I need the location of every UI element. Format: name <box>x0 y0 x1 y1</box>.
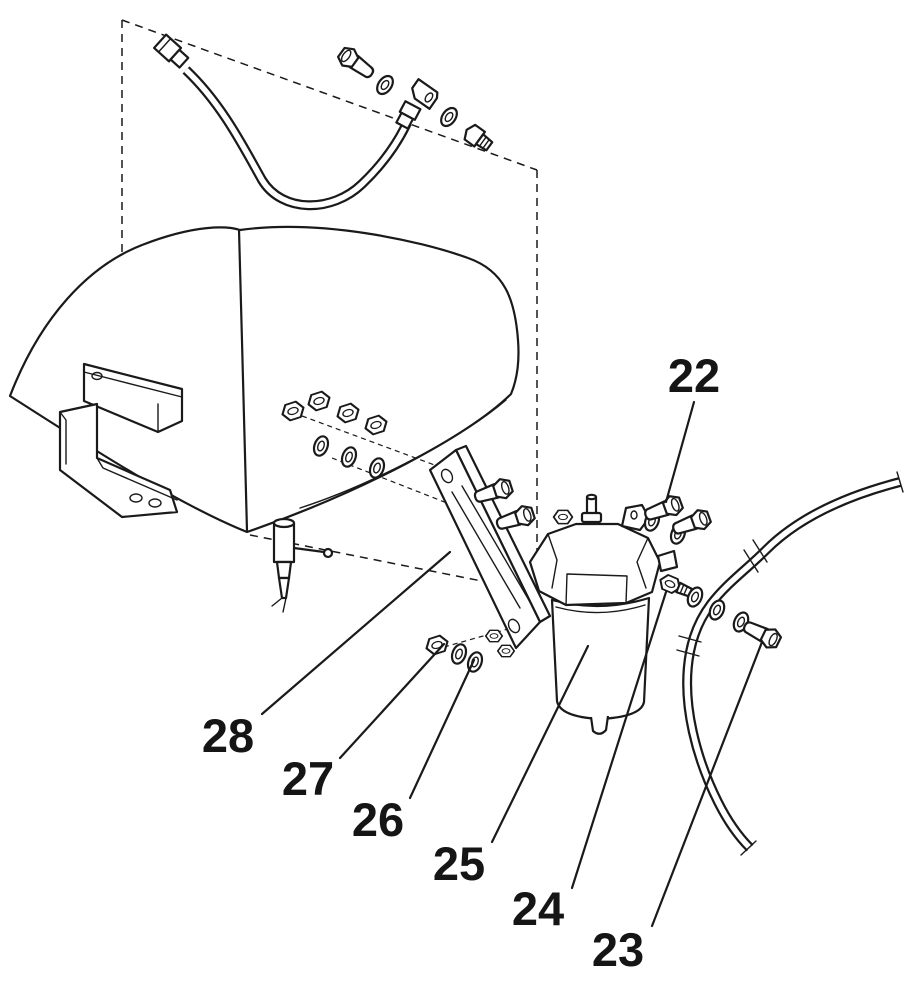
leader-line-22 <box>664 400 696 504</box>
fastener-cluster <box>278 388 471 513</box>
flat-washer <box>436 103 462 131</box>
plug-fitting <box>463 123 494 152</box>
left-mounting-bracket <box>58 402 179 519</box>
hose-end-fitting-upper-left <box>152 33 190 69</box>
hose-end-fitting-upper-right <box>395 100 422 130</box>
hex-nut <box>496 644 516 658</box>
flat-washer <box>372 71 398 99</box>
callout-label-28: 28 <box>202 709 254 762</box>
callout-label-24: 24 <box>512 882 564 935</box>
leader-line-26 <box>408 658 476 800</box>
callout-label-26: 26 <box>352 793 404 846</box>
upper-hydraulic-hose <box>152 33 422 211</box>
callout-label-23: 23 <box>592 923 644 976</box>
leader-line-24 <box>570 590 668 890</box>
head-bolts <box>641 492 714 547</box>
filter-assembly <box>528 493 679 735</box>
leader-line-25 <box>490 644 590 844</box>
drain-valve <box>271 517 334 613</box>
leader-line-27 <box>338 642 446 760</box>
hex-bolt <box>334 43 379 84</box>
hex-bolt <box>739 615 785 653</box>
canister-nub <box>589 715 610 735</box>
hex-bolt <box>641 492 686 527</box>
plate-nut-cluster <box>422 628 516 675</box>
leader-line-23 <box>650 640 764 928</box>
leader-lines <box>260 400 764 928</box>
hex-bolt <box>493 502 538 536</box>
flat-washer <box>448 641 470 667</box>
head-side-port <box>656 549 679 573</box>
elbow-fitting <box>411 78 439 110</box>
hose-bolt-hardware <box>705 597 785 653</box>
hex-nut <box>484 629 504 643</box>
mounting-plate <box>428 444 552 650</box>
fender-tab-bracket <box>82 362 184 434</box>
callout-label-27: 27 <box>282 752 334 805</box>
head-cap <box>552 509 574 525</box>
lower-hydraulic-hose <box>676 471 904 856</box>
upper-fitting-chain <box>334 43 494 152</box>
callout-label-25: 25 <box>433 837 485 890</box>
breather-base <box>580 511 603 524</box>
leader-line-28 <box>260 550 452 716</box>
filter-canister <box>550 596 651 721</box>
callout-label-22: 22 <box>668 349 720 402</box>
filter-head <box>528 522 662 607</box>
callout-labels: 22 28 27 26 25 24 23 <box>202 349 720 976</box>
outlet-fitting <box>656 571 707 610</box>
fender-panel <box>8 225 520 534</box>
